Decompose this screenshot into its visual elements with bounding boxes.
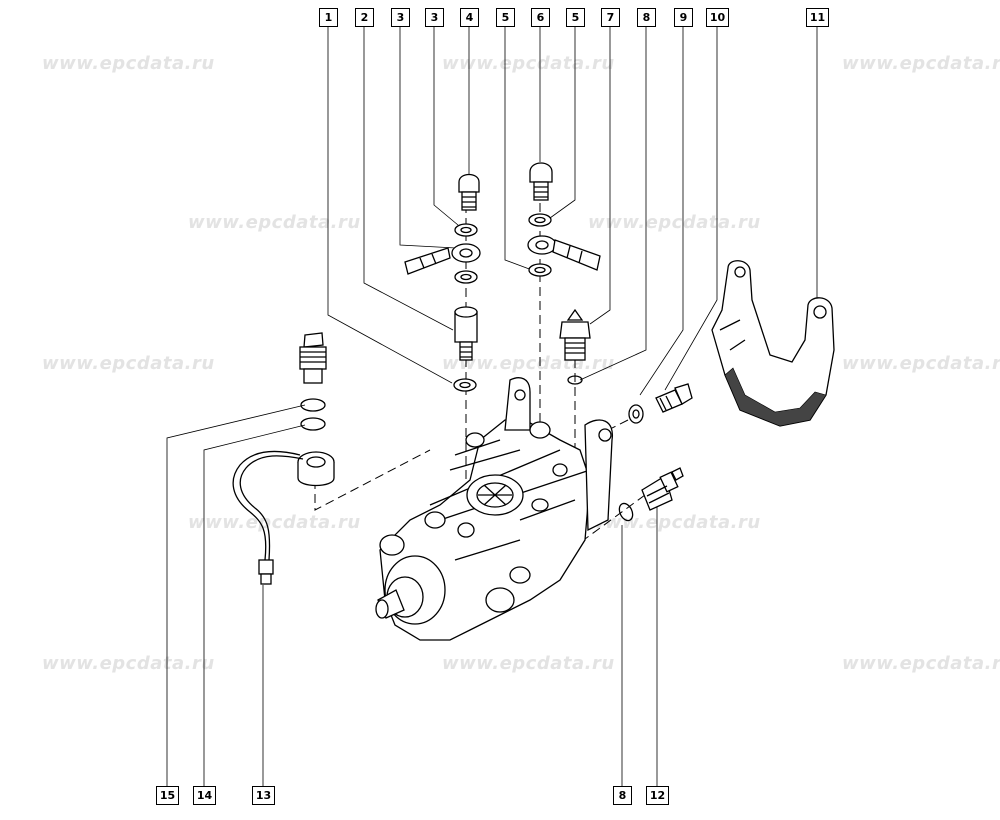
callout-1: 1 [319,8,338,27]
sealing-washer-icon [453,378,477,392]
watermark: www.epcdata.ru [842,53,1000,74]
o-ring-icon [618,502,634,522]
callout-2: 2 [355,8,374,27]
banjo-union-fuel-pipe-icon [527,235,601,271]
hollow-screw-icon [655,383,693,413]
callout-3: 3 [391,8,410,27]
callout-14: 14 [193,786,216,805]
watermark: www.epcdata.ru [188,212,361,233]
fuel-injection-pump-icon [375,377,613,641]
solenoid-valve-icon [559,308,591,361]
bracket-icon [711,260,835,427]
watermark: www.epcdata.ru [42,653,215,674]
callout-5: 5 [496,8,515,27]
watermark: www.epcdata.ru [42,353,215,374]
watermark: www.epcdata.ru [842,353,1000,374]
watermark: www.epcdata.ru [188,512,361,533]
callout-9: 9 [674,8,693,27]
wiring-harness-icon [232,450,304,561]
temperature-sensor-icon [641,467,684,511]
watermark: www.epcdata.ru [442,653,615,674]
banjo-bolt-icon [529,162,553,201]
callout-10: 10 [706,8,729,27]
o-ring-icon [300,398,326,412]
callout-11: 11 [806,8,829,27]
sealing-washer-icon [528,213,552,277]
watermark: www.epcdata.ru [42,53,215,74]
o-ring-icon [567,375,583,385]
callout-8: 8 [637,8,656,27]
cable-connector-icon [258,559,274,585]
callout-3: 3 [425,8,444,27]
callout-5: 5 [566,8,585,27]
banjo-bolt-icon [458,173,480,211]
callout-8: 8 [613,786,632,805]
callout-15: 15 [156,786,179,805]
sealing-washer-icon [628,404,644,424]
threaded-plug-icon [297,451,335,487]
union-adapter-icon [454,306,478,361]
callout-6: 6 [531,8,550,27]
callout-4: 4 [460,8,479,27]
solenoid-valve-icon [299,332,327,384]
sealing-washer-icon [454,223,478,284]
watermark: www.epcdata.ru [442,53,615,74]
banjo-union-fuel-pipe-icon [404,243,481,275]
callout-7: 7 [601,8,620,27]
o-ring-icon [300,417,326,431]
callout-13: 13 [252,786,275,805]
callout-12: 12 [646,786,669,805]
watermark: www.epcdata.ru [842,653,1000,674]
watermark: www.epcdata.ru [588,512,761,533]
leader-lines [166,26,818,786]
